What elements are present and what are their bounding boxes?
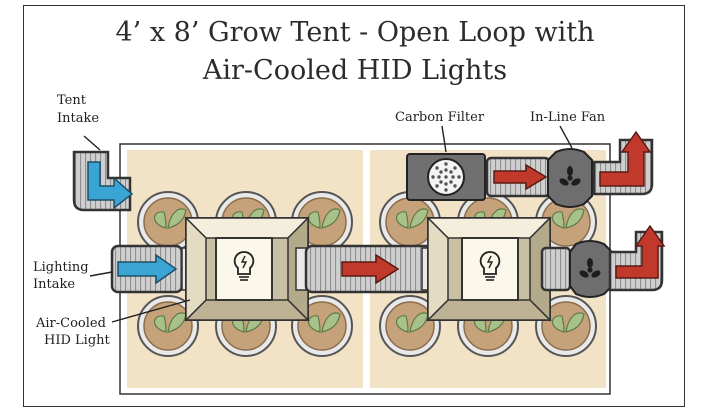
- filter-dot: [439, 170, 443, 174]
- fan-icon: [559, 166, 581, 186]
- plant-pot: [291, 191, 353, 253]
- diagram-title-line1: 4’ x 8’ Grow Tent - Open Loop with: [115, 17, 595, 48]
- diagram-title-line2: Air-Cooled HID Lights: [202, 55, 508, 86]
- leader-tent-intake: [83, 135, 101, 151]
- filter-dot: [439, 180, 443, 184]
- label-tent-intake-1: Tent: [57, 93, 86, 108]
- leader-carbon-filter: [441, 125, 447, 153]
- lightbulb-icon: [233, 251, 255, 281]
- filter-dot: [444, 188, 448, 192]
- filter-dot: [444, 182, 448, 186]
- filter-dot: [435, 184, 439, 188]
- label-tent-intake-2: Intake: [57, 111, 100, 126]
- exhaust-arrow-lighting: [615, 224, 666, 279]
- hid-hood-left: [184, 216, 310, 322]
- filter-dot: [451, 175, 455, 179]
- label-hid-light-1: Air-Cooled: [36, 316, 106, 331]
- filter-dot: [437, 175, 441, 179]
- filter-dot: [444, 162, 448, 166]
- filter-dot: [453, 166, 457, 170]
- fan-icon: [579, 258, 601, 278]
- lighting-intake-duct: [110, 244, 195, 294]
- hid-hood-right: [426, 216, 552, 322]
- filter-dot: [435, 166, 439, 170]
- filter-dot: [444, 175, 448, 179]
- plant-pot: [379, 295, 441, 357]
- leader-inline-fan: [559, 125, 573, 149]
- tent-intake-duct: [72, 150, 134, 212]
- filter-dot: [457, 175, 461, 179]
- leader-lighting-intake: [89, 271, 113, 277]
- intake-arrow-lighting: [117, 253, 178, 285]
- filter-dot: [453, 184, 457, 188]
- exhaust-arrow-filter: [493, 163, 548, 191]
- label-lighting-intake-2: Intake: [33, 277, 76, 292]
- tent-exhaust-line: [406, 130, 654, 208]
- label-lighting-intake-1: Lighting: [33, 260, 89, 275]
- filter-dot: [444, 168, 448, 172]
- label-inline-fan: In-Line Fan: [530, 110, 606, 125]
- lightbulb-icon: [479, 251, 501, 281]
- filter-dot: [449, 170, 453, 174]
- leader-hid-light: [111, 299, 191, 323]
- label-carbon-filter: Carbon Filter: [395, 110, 485, 125]
- label-hid-light-2: HID Light: [44, 333, 110, 348]
- exhaust-arrow-connector: [341, 253, 400, 285]
- filter-dot: [431, 175, 435, 179]
- connector-duct: [295, 244, 435, 294]
- intake-arrow-tent: [87, 161, 134, 210]
- exhaust-arrow-tent: [599, 130, 652, 187]
- filter-dot: [449, 180, 453, 184]
- carbon-filter-icon: [431, 162, 461, 192]
- lighting-exhaust-duct: [540, 224, 666, 298]
- plant-pot: [379, 191, 441, 253]
